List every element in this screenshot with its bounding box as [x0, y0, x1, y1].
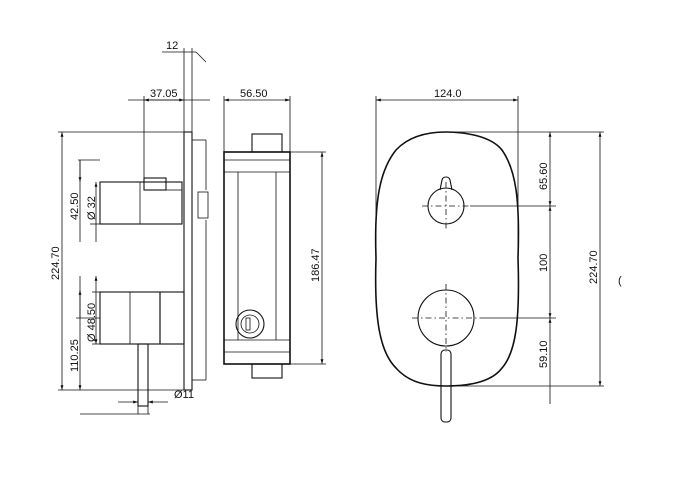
dim-front-plate-height: 224.70	[588, 250, 600, 284]
body-view: 56.50 186.47	[223, 88, 326, 379]
front-view: 124.0 65.60 100 59.10 224.70 (	[374, 88, 622, 423]
dim-lower-offset: 110.25	[69, 339, 81, 372]
valve-cartridge-inner	[240, 314, 260, 334]
dim-body-depth: 56.50	[240, 88, 268, 100]
dim-handle-diameter: Ø11	[174, 389, 194, 401]
side-upper-knob	[99, 181, 183, 225]
dim-upper-spacing: 42.50	[69, 192, 81, 220]
side-handle-stem	[137, 343, 149, 407]
front-diverter-lever	[439, 176, 453, 191]
side-wall-plate	[183, 131, 193, 391]
dim-lower-diameter: Ø 48.50	[86, 303, 98, 342]
side-knob-tab	[143, 177, 167, 191]
dim-upper-diameter: Ø 32	[86, 196, 98, 220]
dim-front-lower-offset: 59.10	[538, 340, 550, 368]
valve-top-port	[251, 133, 283, 153]
dim-lever-projection: 37.05	[150, 88, 178, 100]
valve-cartridge-outer	[235, 309, 265, 339]
valve-bottom-port	[251, 363, 283, 379]
edge-marker: (	[618, 275, 622, 287]
side-handle-collar	[159, 291, 185, 345]
dim-body-height: 186.47	[310, 248, 322, 282]
valve-body	[223, 151, 291, 365]
dim-plate-width: 124.0	[434, 88, 462, 100]
side-view: 12 37.05 224.70 42.50 Ø 32 110.25 Ø 48.5…	[50, 40, 210, 415]
side-body-pin	[197, 191, 209, 219]
dim-center-distance: 100	[538, 254, 550, 272]
valve-cartridge-slot	[245, 317, 251, 331]
dim-side-overall-height: 224.70	[50, 246, 62, 280]
dim-plate-thickness: 12	[166, 40, 178, 52]
dim-front-upper-offset: 65.60	[538, 162, 550, 190]
front-cover-plate	[374, 131, 520, 387]
